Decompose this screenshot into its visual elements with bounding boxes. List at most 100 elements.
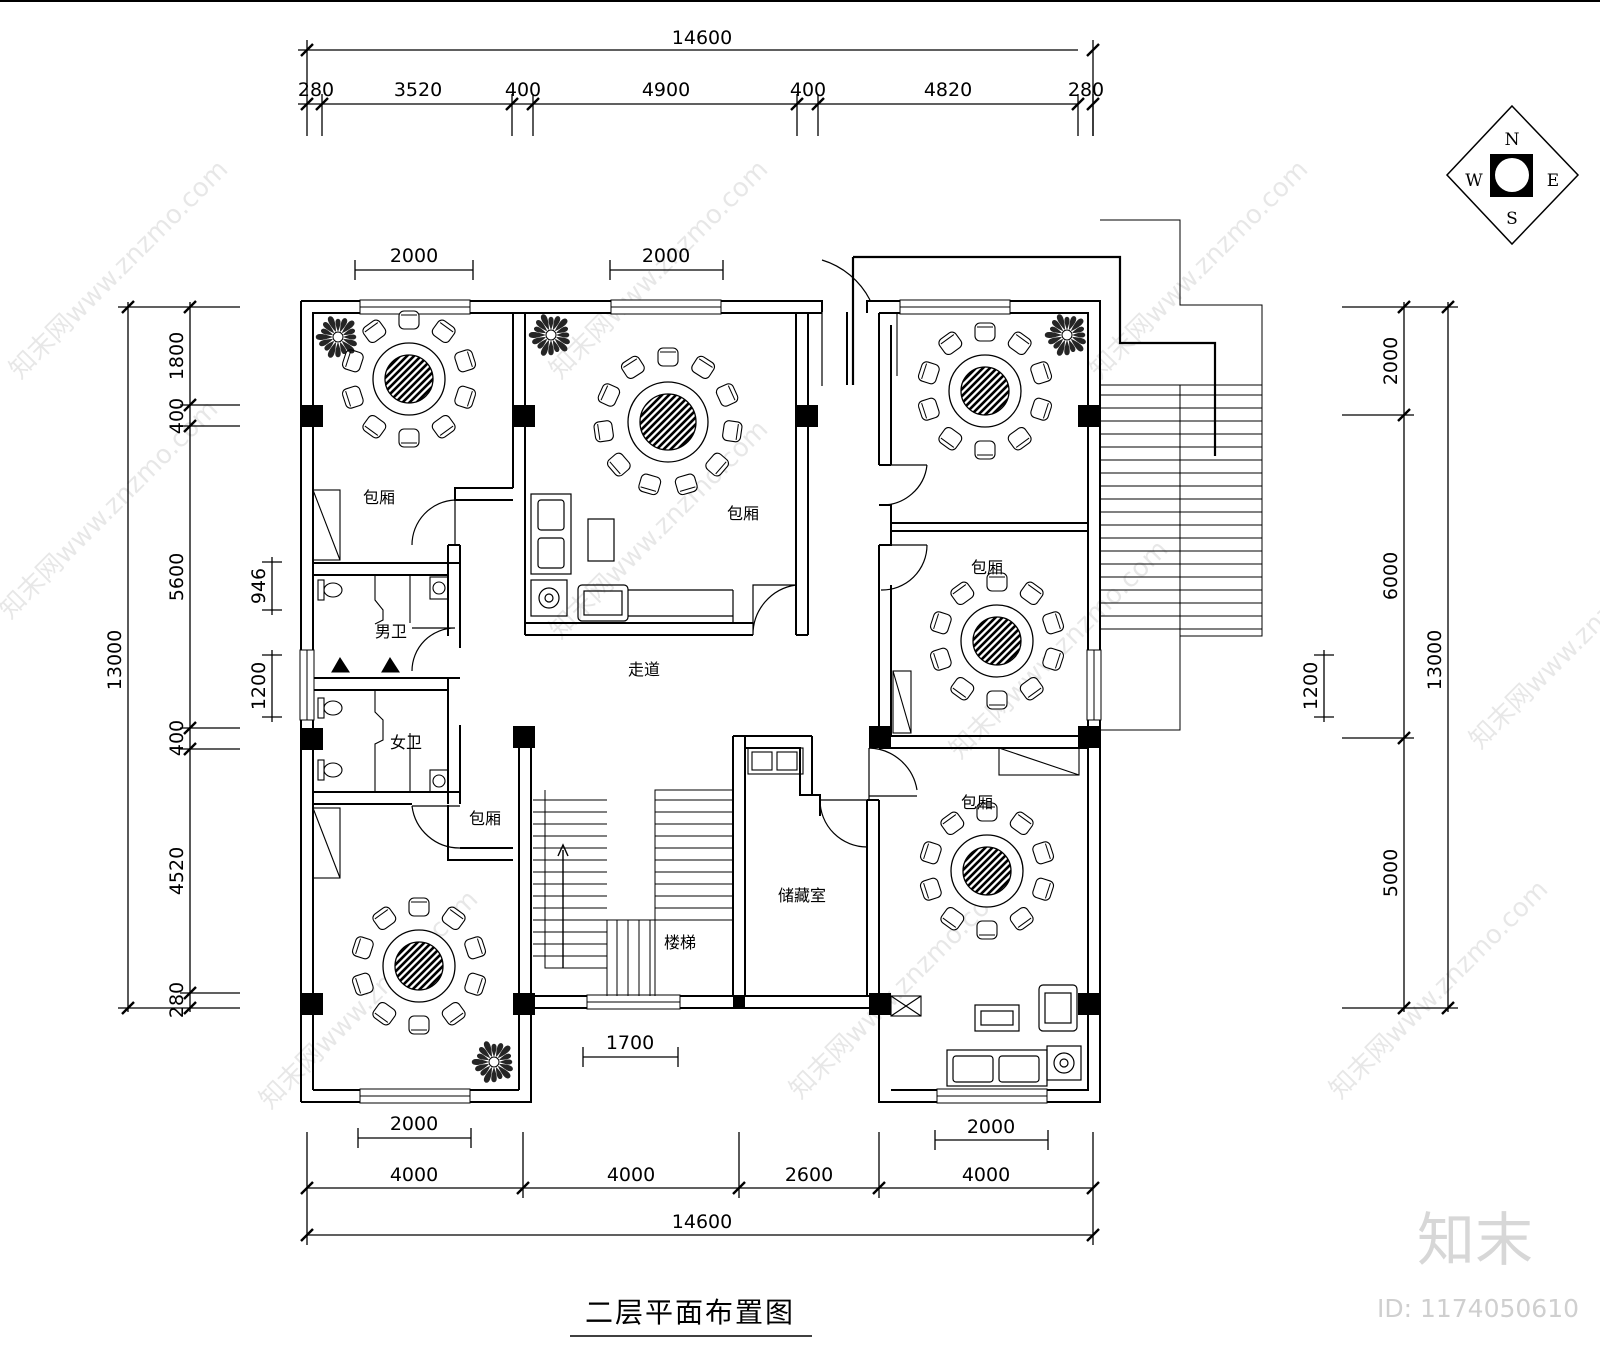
dining-chair <box>1019 581 1044 606</box>
interior-stair <box>533 789 733 996</box>
compass-north: N <box>1505 130 1520 150</box>
dining-chair <box>1019 676 1044 701</box>
dining-chair <box>398 428 420 448</box>
dining-chair <box>1009 811 1034 836</box>
room-label-mens-wc: 男卫 <box>375 622 407 641</box>
right-dimension-segment: 2000 <box>1380 337 1402 385</box>
dining-chair <box>372 1001 397 1026</box>
bottom-overall-dimension: 14600 <box>672 1211 732 1233</box>
right-dimension-segment: 6000 <box>1380 552 1402 600</box>
dining-chair <box>454 385 477 409</box>
dining-chair <box>950 676 975 701</box>
dining-chair <box>705 452 730 477</box>
round-dining-table <box>917 322 1053 460</box>
bottom-dimension-segment: 4000 <box>607 1164 655 1186</box>
left-dimension-segment: 4520 <box>166 847 188 895</box>
top-dimension-segment: 3520 <box>394 79 442 101</box>
watermark-text: 知末网www.znzmo.com <box>1084 154 1315 385</box>
room-labels: 包厢 包厢 包厢 包厢 包厢 男卫 女卫 走道 储藏室 楼梯 <box>363 488 1003 952</box>
dining-chair <box>638 473 662 496</box>
dining-chair <box>1042 647 1065 671</box>
dining-chair <box>1030 397 1053 421</box>
dining-chair <box>606 452 631 477</box>
window-width-label: 1200 <box>248 662 270 710</box>
compass-south: S <box>1506 209 1518 229</box>
potted-plant <box>315 316 357 358</box>
dining-chair <box>372 906 397 931</box>
dining-chair <box>917 361 940 385</box>
dining-chair <box>408 897 430 917</box>
dining-chair <box>1009 906 1034 931</box>
image-id-label: ID: 1174050610 <box>1377 1294 1579 1323</box>
dining-chair <box>986 690 1008 710</box>
window-width-label: 946 <box>248 568 270 604</box>
dining-chair <box>938 426 963 451</box>
dining-chair <box>362 414 387 439</box>
bottom-dimension-segment: 4000 <box>962 1164 1010 1186</box>
room-label-storage: 储藏室 <box>778 886 826 905</box>
compass-east: E <box>1547 171 1559 191</box>
dining-chair <box>1042 611 1065 635</box>
round-dining-table <box>341 310 477 448</box>
room-label-corridor: 走道 <box>628 660 660 679</box>
top-dimension-segment: 400 <box>505 79 541 101</box>
dining-chair <box>464 936 487 960</box>
dining-chair <box>341 349 364 373</box>
dining-chair <box>593 420 614 443</box>
dining-chair <box>362 319 387 344</box>
dining-chair <box>986 572 1008 592</box>
potted-plant <box>1044 314 1086 356</box>
dining-chair <box>715 383 739 407</box>
dining-chair <box>1007 426 1032 451</box>
dining-chair <box>431 319 456 344</box>
left-dimension-segment: 280 <box>166 982 188 1018</box>
watermark-text: 知末网www.znzmo.com <box>784 874 1015 1105</box>
dining-chair <box>657 347 679 367</box>
dining-chair <box>976 920 998 940</box>
top-dimensions <box>298 40 1100 280</box>
dining-chair <box>940 811 965 836</box>
fixtures <box>312 313 1080 1017</box>
dining-chair <box>408 1015 430 1035</box>
potted-plant <box>528 314 570 356</box>
dining-chair <box>940 906 965 931</box>
doors <box>411 259 928 849</box>
drawing-title: 二层平面布置图 <box>585 1296 795 1329</box>
dining-chair <box>1007 331 1032 356</box>
dining-chair <box>620 355 645 379</box>
dining-chair <box>351 972 374 996</box>
left-dimension-segment: 5600 <box>166 553 188 601</box>
top-dimension-segment: 280 <box>1068 79 1104 101</box>
right-dimension-segment: 5000 <box>1380 849 1402 897</box>
compass-west: W <box>1465 171 1483 191</box>
watermark-text: 知末网www.znzmo.com <box>4 154 235 385</box>
dining-chair <box>431 414 456 439</box>
left-dimensions <box>118 300 282 1015</box>
round-dining-table <box>593 347 743 496</box>
dining-tables <box>341 310 1065 1035</box>
potted-plant <box>471 1041 513 1083</box>
left-dimension-segment: 1800 <box>166 332 188 380</box>
right-dimensions <box>1314 300 1458 1015</box>
dining-chair <box>454 349 477 373</box>
dining-chair <box>976 802 998 822</box>
bottom-dimension-segment: 2600 <box>785 1164 833 1186</box>
potted-plants <box>315 314 1086 1083</box>
room-label-private-nw: 包厢 <box>363 488 395 507</box>
dining-chair <box>974 322 996 342</box>
watermark-text: 知末网www.znzmo.com <box>1464 524 1600 755</box>
watermark-text: 知末网www.znzmo.com <box>1324 874 1555 1105</box>
dining-chair <box>464 972 487 996</box>
structural-columns <box>301 405 1100 1015</box>
bottom-dimensions <box>300 1047 1100 1245</box>
dining-chair <box>597 383 621 407</box>
windows <box>299 299 1102 1104</box>
top-dimension-segment: 400 <box>790 79 826 101</box>
brand-logo-text: 知末 <box>1417 1206 1533 1274</box>
window-width-label: 2000 <box>967 1116 1015 1138</box>
room-label-stairs: 楼梯 <box>664 933 696 952</box>
dining-chair <box>950 581 975 606</box>
dining-chair <box>919 841 942 865</box>
room-label-private-se: 包厢 <box>961 793 993 812</box>
top-dimension-segment: 4820 <box>924 79 972 101</box>
